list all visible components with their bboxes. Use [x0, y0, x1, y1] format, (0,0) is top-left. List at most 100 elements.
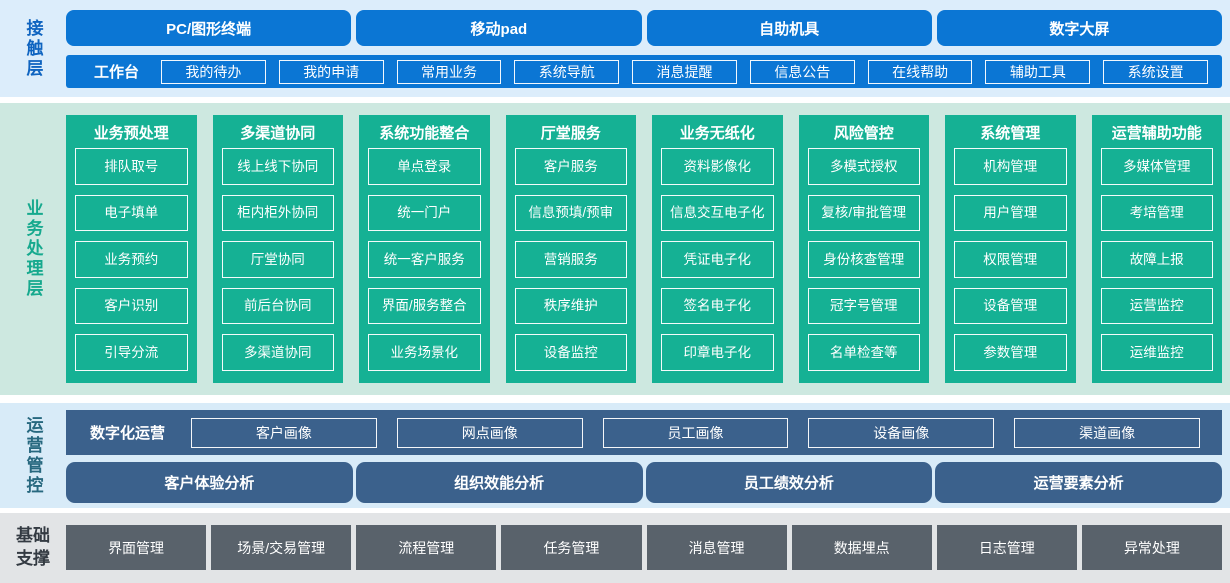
workbench-label: 工作台: [94, 64, 140, 81]
foundation-layer-label: 基础支撑: [16, 526, 50, 568]
profile-item: 客户画像: [191, 417, 377, 448]
business-column-title: 系统管理: [980, 125, 1041, 142]
business-column: 风险管控 多模式授权 复核/审批管理 身份核查管理 冠字号管理 名单检查等: [798, 115, 929, 383]
analysis-button: 员工绩效分析: [645, 462, 933, 503]
channel-button: 移动pad: [356, 10, 642, 46]
operations-layer-content: 数字化运营 客户画像 网点画像 员工画像 设备画像 渠道画像 客户体验分析: [66, 403, 1230, 508]
business-item: 设备管理: [954, 287, 1067, 325]
business-column-title: 风险管控: [833, 125, 894, 142]
business-item: 机构管理: [954, 148, 1067, 185]
workbench-item: 系统导航: [514, 59, 620, 84]
business-item: 多模式授权: [807, 148, 920, 185]
business-item-list: 排队取号 电子填单 业务预约 客户识别 引导分流: [75, 148, 188, 371]
business-item: 身份核查管理: [807, 241, 920, 278]
workbench-item: 常用业务: [396, 59, 502, 84]
foundation-item: 流程管理: [356, 525, 497, 570]
business-column: 业务预处理 排队取号 电子填单 业务预约 客户识别 引导分流: [66, 115, 197, 383]
workbench-item-row: 我的待办 我的申请 常用业务 系统导航 消息提醒 信息公告 在线帮助 辅助工具 …: [161, 59, 1209, 84]
business-layer-content: 业务预处理 排队取号 电子填单 业务预约 客户识别 引导分流: [66, 103, 1230, 395]
channel-button-row: PC/图形终端 移动pad 自助机具 数字大屏: [66, 10, 1222, 46]
profile-item: 员工画像: [602, 417, 789, 448]
analysis-button-row: 客户体验分析 组织效能分析 员工绩效分析 运营要素分析: [66, 462, 1222, 503]
business-item: 营销服务: [514, 241, 627, 278]
workbench-item: 信息公告: [749, 59, 855, 84]
business-item: 考培管理: [1100, 194, 1213, 232]
business-column-title: 系统功能整合: [379, 125, 470, 142]
section-foundation-layer: 基础支撑 界面管理 场景/交易管理 流程管理 任务管理 消息管理 数据埋点 日志…: [0, 513, 1230, 583]
analysis-button: 运营要素分析: [935, 462, 1222, 503]
analysis-button: 客户体验分析: [66, 462, 353, 503]
business-item: 权限管理: [954, 241, 1067, 278]
profile-item: 网点画像: [396, 417, 583, 448]
business-column: 系统功能整合 单点登录 统一门户 统一客户服务 界面/服务整合 业务场景化: [359, 115, 490, 383]
profile-item: 设备画像: [808, 417, 995, 448]
business-item: 运维监控: [1100, 334, 1213, 371]
business-column: 业务无纸化 资料影像化 信息交互电子化 凭证电子化 签名电子化 印章电子化: [652, 115, 783, 383]
business-item-list: 单点登录 统一门户 统一客户服务 界面/服务整合 业务场景化: [368, 148, 481, 371]
business-item: 线上线下协同: [221, 148, 334, 185]
business-item: 业务预约: [75, 241, 188, 278]
workbench-item: 系统设置: [1103, 59, 1209, 84]
business-item: 客户服务: [514, 148, 627, 185]
operations-layer-gutter: 运营管控: [0, 403, 66, 508]
business-item: 柜内柜外协同: [221, 194, 334, 232]
section-operations-layer: 运营管控 数字化运营 客户画像 网点画像 员工画像 设备画像 渠道画像: [0, 403, 1230, 508]
operations-layer-label: 运营管控: [23, 415, 43, 496]
business-item: 凭证电子化: [661, 241, 774, 278]
business-column: 系统管理 机构管理 用户管理 权限管理 设备管理 参数管理: [945, 115, 1076, 383]
business-item: 故障上报: [1100, 241, 1213, 278]
business-item: 冠字号管理: [807, 287, 920, 325]
foundation-layer-content: 界面管理 场景/交易管理 流程管理 任务管理 消息管理 数据埋点 日志管理 异常…: [66, 513, 1230, 583]
profile-item: 渠道画像: [1014, 417, 1200, 448]
business-item: 信息预填/预审: [514, 194, 627, 232]
business-column-row: 业务预处理 排队取号 电子填单 业务预约 客户识别 引导分流: [66, 115, 1222, 383]
business-item: 运营监控: [1100, 287, 1213, 325]
business-item: 复核/审批管理: [807, 194, 920, 232]
foundation-item: 异常处理: [1081, 525, 1222, 570]
foundation-item-row: 界面管理 场景/交易管理 流程管理 任务管理 消息管理 数据埋点 日志管理 异常…: [66, 525, 1222, 570]
business-item-list: 多媒体管理 考培管理 故障上报 运营监控 运维监控: [1100, 148, 1213, 371]
business-item: 前后台协同: [221, 287, 334, 325]
business-column: 厅堂服务 客户服务 信息预填/预审 营销服务 秩序维护 设备监控: [505, 115, 636, 383]
channel-button: 数字大屏: [936, 10, 1222, 46]
business-item-list: 资料影像化 信息交互电子化 凭证电子化 签名电子化 印章电子化: [661, 148, 774, 371]
channel-button: PC/图形终端: [66, 10, 352, 46]
analysis-button: 组织效能分析: [355, 462, 643, 503]
business-column-title: 运营辅助功能: [1111, 125, 1202, 142]
workbench-item: 我的申请: [278, 59, 384, 84]
section-contact-layer: 接触层 PC/图形终端 移动pad 自助机具 数字大屏 工作台 我的待办 我的申…: [0, 0, 1230, 97]
business-item: 名单检查等: [807, 334, 920, 371]
business-item: 统一门户: [368, 194, 481, 232]
business-item: 业务场景化: [368, 334, 481, 371]
contact-layer-gutter: 接触层: [0, 0, 66, 97]
contact-layer-label: 接触层: [23, 18, 43, 79]
digital-ops-label: 数字化运营: [90, 425, 166, 442]
business-item: 统一客户服务: [368, 241, 481, 278]
business-column-title: 多渠道协同: [240, 125, 316, 142]
business-item-list: 机构管理 用户管理 权限管理 设备管理 参数管理: [954, 148, 1067, 371]
business-item: 信息交互电子化: [661, 194, 774, 232]
business-item: 秩序维护: [514, 287, 627, 325]
foundation-item: 场景/交易管理: [211, 525, 352, 570]
workbench-item: 我的待办: [161, 59, 266, 84]
business-layer-label: 业务处理层: [23, 199, 43, 299]
foundation-item: 界面管理: [66, 525, 207, 570]
workbench-item: 辅助工具: [985, 59, 1091, 84]
business-item: 用户管理: [954, 194, 1067, 232]
business-item: 厅堂协同: [221, 241, 334, 278]
business-column: 多渠道协同 线上线下协同 柜内柜外协同 厅堂协同 前后台协同 多渠道协同: [212, 115, 343, 383]
business-item: 单点登录: [368, 148, 481, 185]
business-column-title: 业务预处理: [93, 125, 169, 142]
contact-layer-content: PC/图形终端 移动pad 自助机具 数字大屏 工作台 我的待办 我的申请 常用…: [66, 0, 1230, 97]
business-item: 印章电子化: [661, 334, 774, 371]
foundation-item: 日志管理: [936, 525, 1077, 570]
business-item: 引导分流: [75, 334, 188, 371]
business-item-list: 客户服务 信息预填/预审 营销服务 秩序维护 设备监控: [514, 148, 627, 371]
business-layer-gutter: 业务处理层: [0, 103, 66, 395]
business-item: 多渠道协同: [221, 334, 334, 371]
profile-item-row: 客户画像 网点画像 员工画像 设备画像 渠道画像: [191, 417, 1200, 448]
foundation-item: 数据埋点: [791, 525, 932, 570]
foundation-item: 消息管理: [646, 525, 787, 570]
workbench-bar: 工作台 我的待办 我的申请 常用业务 系统导航 消息提醒 信息公告 在线帮助: [66, 55, 1222, 88]
business-item-list: 多模式授权 复核/审批管理 身份核查管理 冠字号管理 名单检查等: [807, 148, 920, 371]
